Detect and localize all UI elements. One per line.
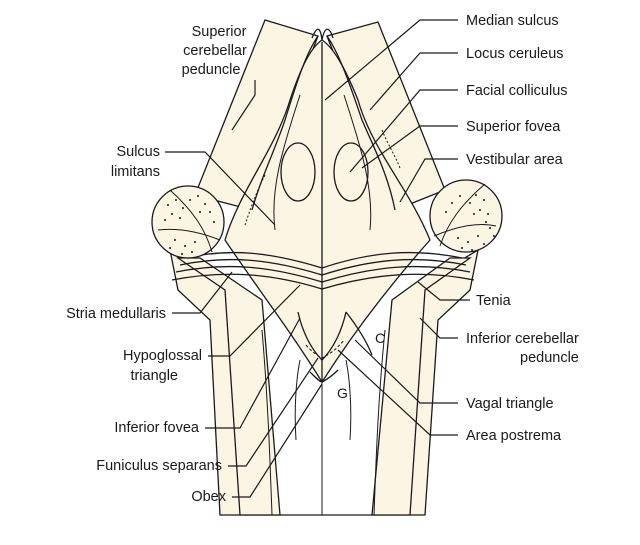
leader-lines (165, 19, 470, 498)
leader-superior-cerebellar-peduncle (231, 80, 256, 131)
label-vestibular-area: Vestibular area (466, 152, 564, 168)
funiculus-separans-line (294, 359, 301, 441)
svg-text:limitans: limitans (111, 164, 160, 180)
leader-sulcus-limitans (165, 151, 276, 226)
label-inferior-fovea: Inferior fovea (114, 420, 200, 436)
label-vagal-triangle: Vagal triangle (466, 396, 554, 412)
leader-inferior-cerebellar-peduncle (419, 317, 458, 339)
stria-medullaris-band-1 (184, 251, 463, 269)
right-facial-colliculus (333, 142, 369, 202)
leader-facial-colliculus (349, 89, 458, 173)
superior-medullary-velum-notch (311, 28, 334, 41)
leader-obex (232, 383, 323, 498)
label-superior-cerebellar-peduncle: Superior cerebellar peduncle (182, 24, 247, 78)
label-obex: Obex (191, 489, 226, 505)
svg-text:Sulcus: Sulcus (116, 144, 160, 160)
area-postrema-dashes (305, 339, 345, 359)
leader-inferior-fovea (205, 317, 301, 429)
leader-stria-medullaris (172, 271, 233, 314)
vagal-triangle-outline (345, 311, 373, 356)
leader-vagal-triangle (354, 339, 458, 404)
leader-median-sulcus (324, 19, 458, 101)
left-peduncle-cut-end (151, 185, 225, 259)
label-stria-medullaris: Stria medullaris (66, 306, 166, 322)
svg-text:triangle: triangle (130, 368, 178, 384)
right-sulcus-limitans-line (343, 94, 372, 231)
svg-text:peduncle: peduncle (520, 350, 579, 366)
svg-text:Hypoglossal: Hypoglossal (123, 348, 202, 364)
left-sulcus-limitans-line (273, 94, 301, 231)
left-inferior-cerebellar-peduncle (175, 257, 281, 516)
label-locus-ceruleus: Locus ceruleus (466, 46, 564, 62)
leader-area-postrema (337, 349, 458, 436)
svg-text:Superior: Superior (192, 24, 247, 40)
right-inferior-cerebellar-peduncle (371, 257, 473, 516)
hypoglossal-triangle-outline (297, 311, 347, 361)
label-hypoglossal-triangle: Hypoglossal triangle (123, 348, 202, 384)
label-inferior-cerebellar-peduncle: Inferior cerebellar peduncle (466, 331, 579, 366)
leader-superior-fovea (361, 125, 458, 169)
leader-locus-ceruleus (369, 52, 458, 111)
right-funiculus-line (345, 359, 352, 441)
stria-medullaris-band-4 (171, 273, 475, 290)
letter-g: G (337, 385, 348, 401)
label-funiculus-separans: Funiculus separans (96, 458, 222, 474)
label-tenia: Tenia (476, 293, 512, 309)
svg-text:peduncle: peduncle (182, 62, 241, 78)
right-locus-ceruleus-shade (381, 129, 401, 169)
svg-text:Inferior cerebellar: Inferior cerebellar (466, 331, 579, 347)
right-peduncle-cut-end (429, 179, 503, 253)
label-median-sulcus: Median sulcus (466, 13, 559, 29)
label-sulcus-limitans: Sulcus limitans (111, 144, 160, 180)
right-gracile-line (373, 329, 386, 516)
leader-tenia (417, 281, 470, 301)
stria-medullaris-band-2 (179, 258, 467, 276)
stria-medullaris-band-3 (175, 265, 471, 283)
letter-c: C (375, 330, 385, 346)
label-area-postrema: Area postrema (466, 428, 562, 444)
label-facial-colliculus: Facial colliculus (466, 83, 568, 99)
left-gracile-line (261, 329, 273, 516)
label-superior-fovea: Superior fovea (466, 119, 561, 135)
right-peduncle-inner-edge (326, 35, 396, 211)
svg-text:cerebellar: cerebellar (183, 43, 247, 59)
leader-vestibular-area (399, 158, 458, 203)
leader-hypoglossal-triangle (208, 284, 301, 357)
leader-funiculus-separans (228, 357, 319, 467)
left-peduncle-inner-edge (251, 35, 319, 211)
left-facial-colliculus (280, 142, 316, 202)
